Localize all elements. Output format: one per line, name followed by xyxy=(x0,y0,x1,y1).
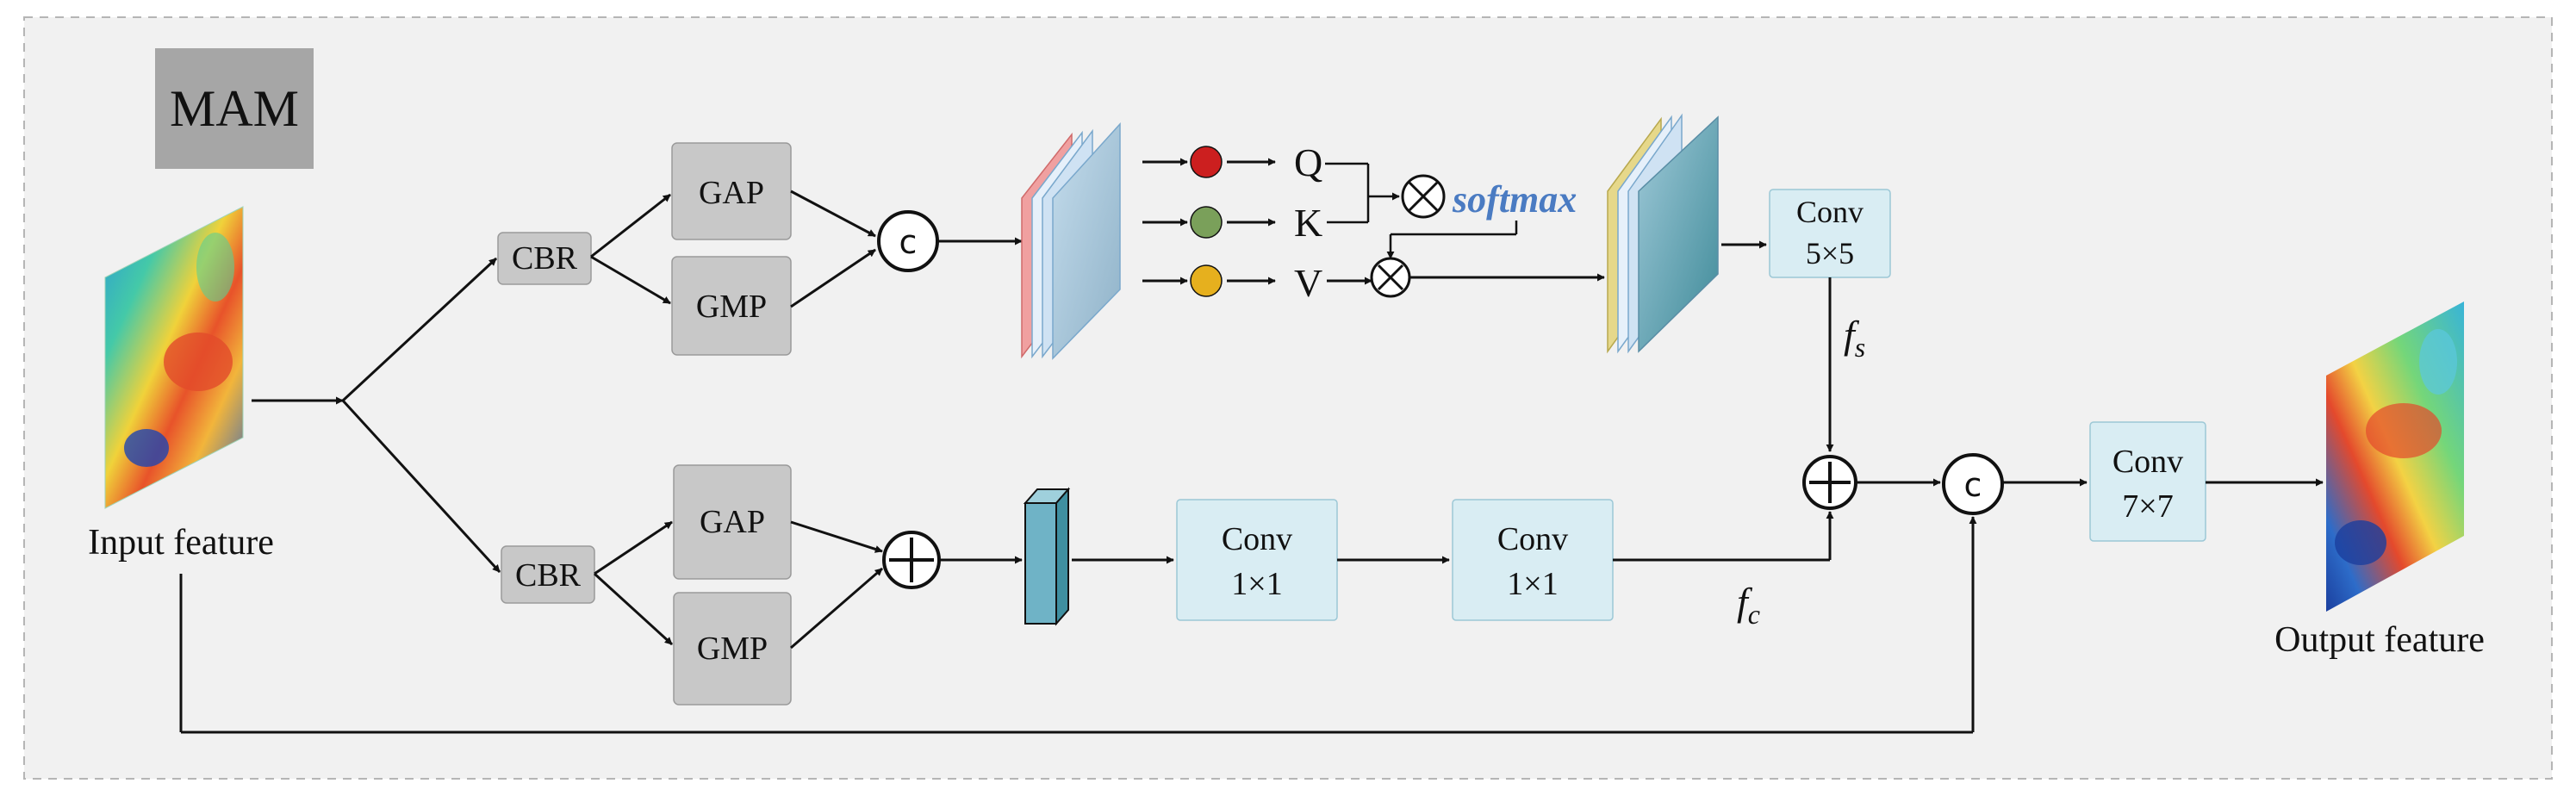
multiply-op-qk-x2 xyxy=(1408,181,1439,212)
gmp-top-label: GMP xyxy=(696,289,767,325)
output-feature-label: Output feature xyxy=(2274,620,2485,660)
v-label: V xyxy=(1294,261,1322,305)
concat-op-fusion xyxy=(1942,453,2004,515)
conv1b-block xyxy=(1452,499,1614,621)
v-dot xyxy=(1190,264,1223,297)
conv1a-label-line2: 1×1 xyxy=(1231,566,1282,602)
panel-background xyxy=(23,16,2553,780)
q-label: Q xyxy=(1294,140,1322,184)
conv5-label-line1: Conv xyxy=(1796,195,1864,229)
gmp-bottom-label: GMP xyxy=(697,631,768,667)
conv1b-label-line1: Conv xyxy=(1497,521,1568,557)
top-pool-connectors xyxy=(790,190,876,308)
concat-op-fusion-symbol: c xyxy=(1964,466,1982,504)
feature-stack-top xyxy=(1021,122,1121,360)
fs-sub: s xyxy=(1855,332,1865,363)
cbr-top-label: CBR xyxy=(512,240,578,277)
gap-bottom-label: GAP xyxy=(700,504,765,540)
feature-stack-attention xyxy=(1607,113,1719,354)
conv1b-to-add-connector xyxy=(1613,511,1834,562)
input-split-connector xyxy=(252,257,501,574)
conv7-label-line2: 7×7 xyxy=(2122,488,2173,525)
bottom-pool-connectors xyxy=(790,520,883,650)
cbr-top-block xyxy=(497,232,592,285)
title-text: MAM xyxy=(170,80,299,137)
cbr-bottom-connectors xyxy=(593,520,674,646)
channel-tensor xyxy=(1023,487,1071,626)
k-label: K xyxy=(1294,201,1322,245)
qk-bracket xyxy=(1325,162,1400,224)
title-box xyxy=(155,48,314,169)
q-dot xyxy=(1190,146,1223,178)
conv5-label-line2: 5×5 xyxy=(1806,236,1854,270)
cbr-bottom-label: CBR xyxy=(515,557,582,594)
conv1b-label-line2: 1×1 xyxy=(1507,566,1558,602)
output-feature-map xyxy=(2326,302,2464,612)
softmax-label: softmax xyxy=(1452,178,1577,221)
cbr-top-connectors xyxy=(590,193,671,305)
conv1a-label-line1: Conv xyxy=(1222,521,1292,557)
gmp-bottom-block xyxy=(673,592,792,706)
conv1a-block xyxy=(1176,499,1338,621)
input-feature-label: Input feature xyxy=(88,523,274,563)
skip-connection xyxy=(179,516,1977,734)
gap-top-label: GAP xyxy=(699,175,764,211)
input-feature-map xyxy=(104,206,244,509)
conv7-label-line1: Conv xyxy=(2112,444,2183,480)
concat-op-top-symbol: c xyxy=(899,223,918,261)
k-dot xyxy=(1190,206,1223,239)
softmax-connector xyxy=(1386,221,1518,259)
fc-sub: c xyxy=(1748,599,1760,630)
multiply-op-v-x2 xyxy=(1377,264,1404,291)
qkv-arrows xyxy=(1142,158,1276,285)
